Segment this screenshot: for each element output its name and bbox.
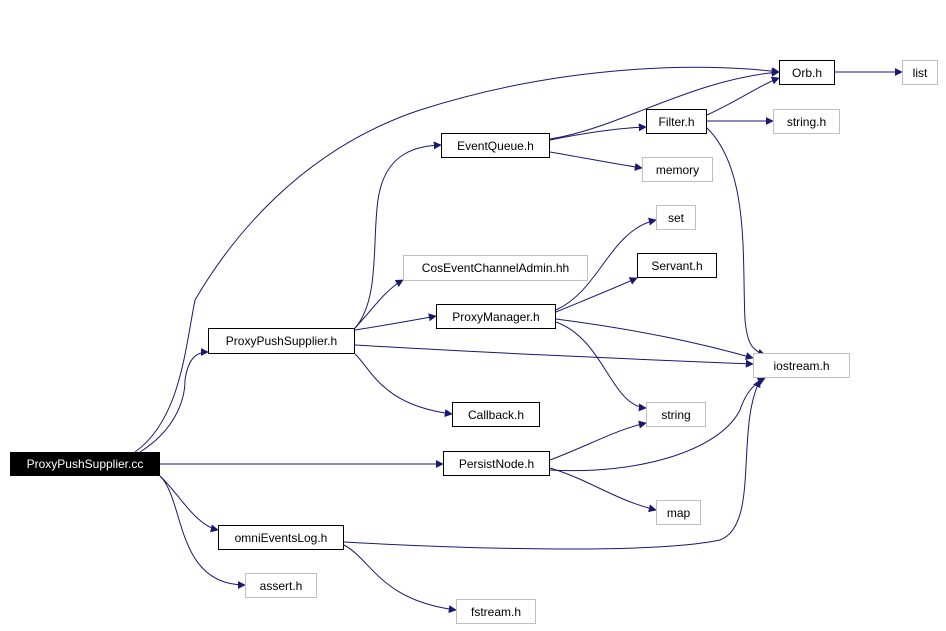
edge-root-to-orb-h — [134, 66, 780, 453]
node-iostream-h: iostream.h — [753, 353, 850, 378]
edge-pps-h-to-event-queue — [354, 141, 442, 329]
edge-proxy-manager-to-set — [555, 217, 657, 311]
node-callback-h[interactable]: Callback.h — [452, 402, 540, 427]
edge-event-queue-to-filter-h — [549, 123, 647, 141]
node-filter-h[interactable]: Filter.h — [646, 109, 707, 134]
edge-pps-h-to-proxy-manager — [354, 313, 437, 331]
node-proxypushsupplier-h[interactable]: ProxyPushSupplier.h — [208, 328, 355, 354]
node-string: string — [646, 402, 706, 427]
edge-pps-h-to-iostream-h — [354, 344, 754, 368]
edge-persist-node-to-string — [549, 420, 647, 461]
edge-root-to-pps-h — [139, 348, 209, 453]
edge-omni-log-to-iostream-h — [343, 379, 761, 550]
edge-filter-h-to-orb-h — [706, 76, 780, 116]
edge-event-queue-to-memory — [549, 151, 643, 171]
edge-root-to-omni-log — [159, 475, 219, 533]
edge-root-to-assert-h — [159, 475, 246, 589]
edge-filter-h-to-iostream-h — [706, 127, 766, 357]
node-servant-h[interactable]: Servant.h — [637, 253, 717, 278]
node-assert-h: assert.h — [245, 573, 317, 598]
edge-pps-h-to-cos-admin — [354, 279, 404, 329]
node-string-h: string.h — [773, 109, 840, 134]
node-orb-h[interactable]: Orb.h — [779, 60, 835, 85]
node-coseventchanneladmin-hh: CosEventChannelAdmin.hh — [403, 255, 588, 281]
edge-persist-node-to-iostream-h — [549, 377, 766, 472]
edge-pps-h-to-callback — [354, 353, 453, 418]
edge-event-queue-to-orb-h — [549, 68, 780, 140]
edge-proxy-manager-to-string — [555, 321, 647, 412]
node-map: map — [656, 500, 701, 525]
edge-proxy-manager-to-servant-h — [555, 277, 638, 313]
edge-omni-log-to-fstream-h — [343, 544, 457, 614]
edge-persist-node-to-map — [549, 467, 657, 513]
node-proxymanager-h[interactable]: ProxyManager.h — [436, 304, 556, 329]
node-persistnode-h[interactable]: PersistNode.h — [443, 451, 550, 476]
node-fstream-h: fstream.h — [456, 599, 536, 624]
node-proxypushsupplier-cc[interactable]: ProxyPushSupplier.cc — [10, 452, 160, 476]
edge-proxy-manager-to-iostream-h — [555, 318, 754, 360]
node-set: set — [656, 205, 696, 230]
node-memory: memory — [642, 157, 713, 182]
node-omnieventslog-h[interactable]: omniEventsLog.h — [218, 525, 344, 550]
node-list: list — [902, 60, 938, 85]
node-eventqueue-h[interactable]: EventQueue.h — [441, 133, 550, 158]
